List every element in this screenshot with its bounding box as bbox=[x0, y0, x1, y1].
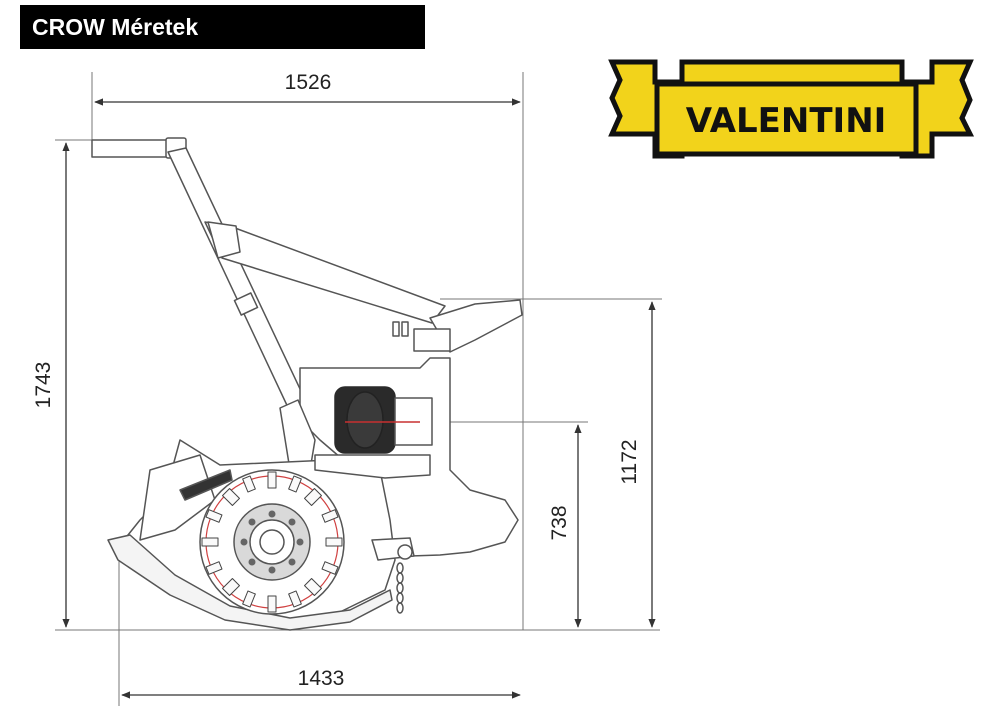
flap-comb bbox=[179, 469, 233, 501]
dim-label-top-width: 1526 bbox=[285, 71, 332, 94]
title-bar: CROW Méretek bbox=[20, 5, 425, 49]
push-arm bbox=[167, 147, 311, 417]
logo-plate bbox=[654, 81, 919, 157]
front-plate bbox=[139, 454, 216, 541]
hub-bolts bbox=[240, 510, 304, 574]
dim-label-total-height: 1743 bbox=[32, 362, 55, 409]
mulcher-machine-drawing bbox=[91, 137, 523, 631]
dim-label-axis-height: 738 bbox=[548, 505, 571, 540]
arm-pivot bbox=[207, 221, 241, 259]
chain-ring bbox=[397, 544, 413, 560]
arm-clamp bbox=[233, 292, 259, 316]
hitch-bolts bbox=[392, 321, 409, 337]
rotor-teeth bbox=[201, 471, 343, 613]
lower-gear-plate bbox=[314, 454, 431, 479]
dim-label-bottom-width: 1433 bbox=[298, 667, 345, 690]
valentini-logo: VALENTINI bbox=[608, 59, 975, 159]
handle-bar bbox=[91, 139, 169, 158]
hitch-bracket bbox=[429, 299, 523, 353]
side-bracket bbox=[279, 399, 316, 471]
logo-brand-text: VALENTINI bbox=[686, 101, 887, 141]
dimension-lines bbox=[62, 98, 656, 699]
hitch-block bbox=[413, 328, 451, 352]
chain bbox=[396, 562, 404, 614]
page-title: CROW Méretek bbox=[32, 14, 199, 40]
dim-label-hitch-height: 1172 bbox=[618, 439, 641, 484]
